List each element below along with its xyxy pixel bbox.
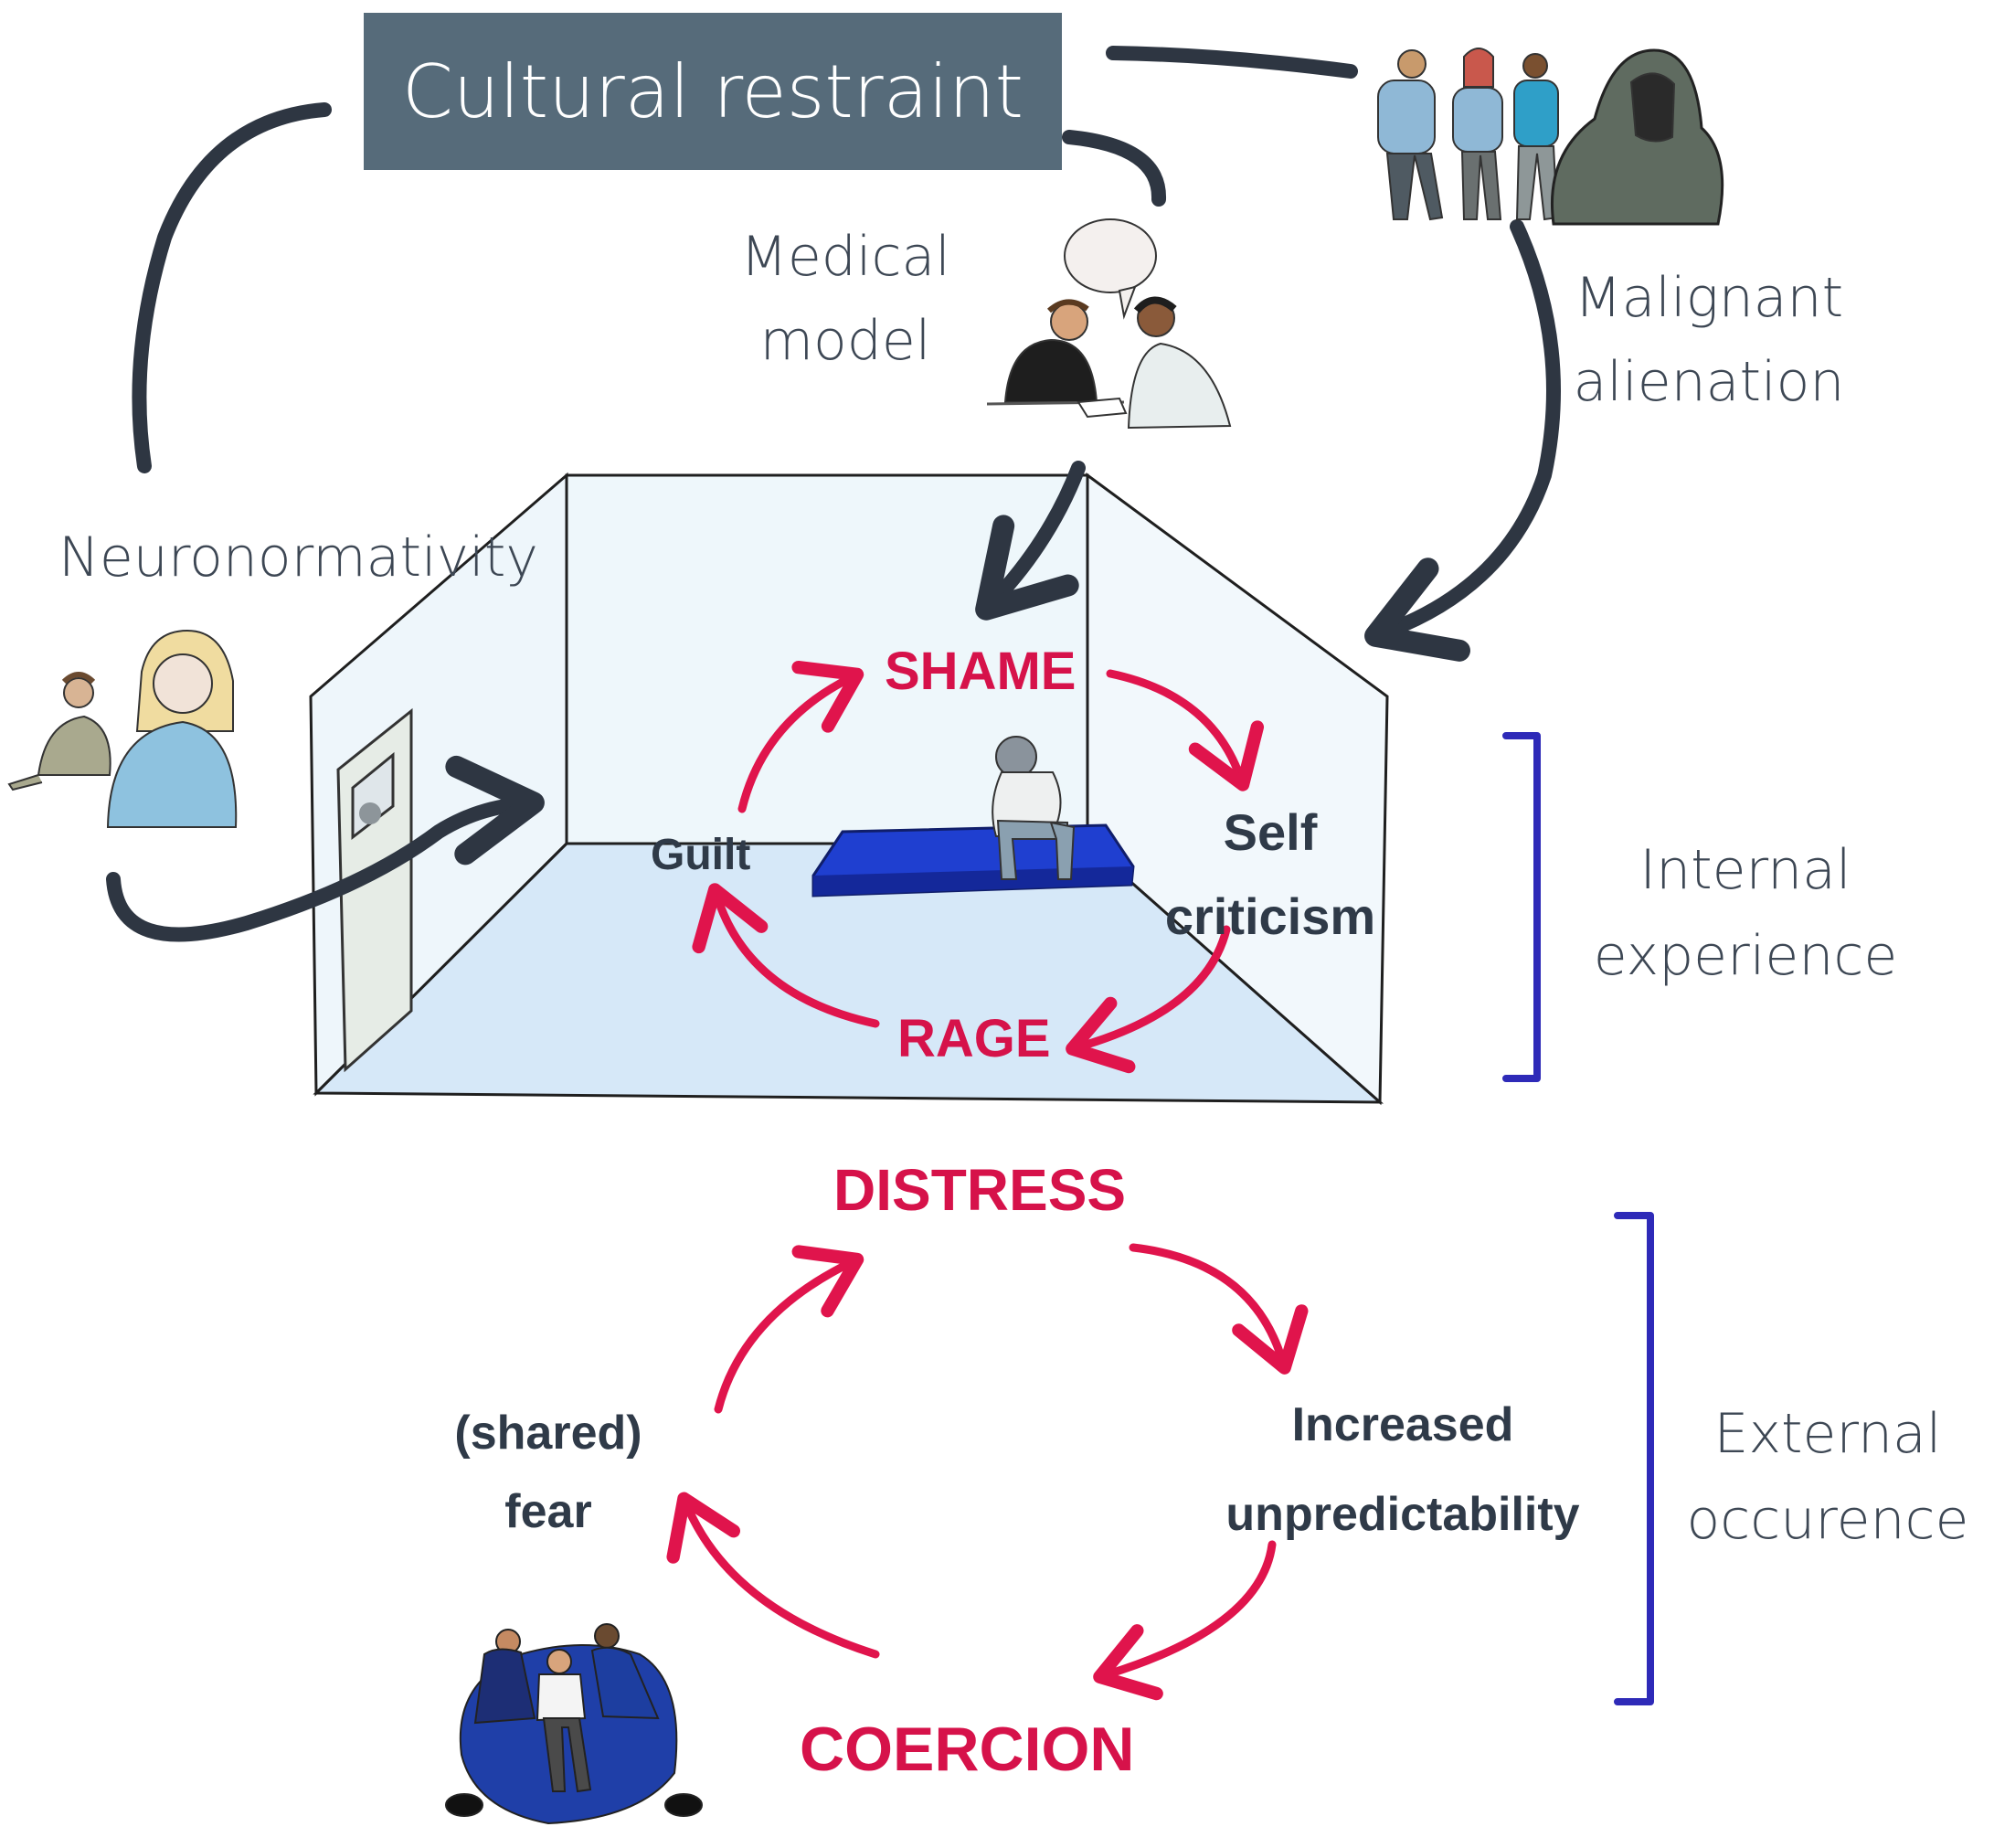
arrow-unpredictability-to-coercion	[1093, 1540, 1277, 1701]
arrow-self-criticism-to-rage	[1066, 925, 1231, 1074]
shared-fear-label: (shared) fear	[454, 1407, 642, 1538]
guilt-label: Guilt	[651, 831, 751, 879]
internal-experience-label: Internal experience	[1593, 838, 1898, 988]
rage-label: RAGE	[897, 1009, 1051, 1068]
banner-text: Cultural restraint	[401, 48, 1024, 134]
malignant-alienation-label: Malignant alienation	[1573, 266, 1845, 414]
people-group-hooded-figure-icon	[1377, 48, 1724, 226]
line-banner-to-neuronormativity	[132, 102, 332, 473]
external-occurence-label: External occurence	[1686, 1402, 1969, 1552]
door-icon	[336, 707, 413, 1073]
arrow-shame-to-self-criticism	[1106, 669, 1265, 791]
internal-cycle-arrows	[692, 660, 1265, 1074]
consultation-speech-bubble-icon	[986, 218, 1232, 430]
influence-arrows	[106, 46, 1561, 942]
arrow-guilt-to-shame	[737, 660, 864, 813]
coercion-label: COERCION	[800, 1715, 1135, 1784]
room	[309, 472, 1389, 1106]
external-cycle-arrows	[666, 1243, 1309, 1701]
external-occurence-bracket	[1614, 1212, 1654, 1705]
line-banner-to-people	[1106, 46, 1358, 79]
arrow-distress-to-unpredictability	[1129, 1243, 1309, 1375]
arrow-alienation-into-room	[1364, 219, 1561, 662]
line-banner-to-medical	[1062, 130, 1166, 207]
arrow-fear-to-distress	[714, 1245, 864, 1414]
medical-model-label: Medical model	[740, 225, 950, 373]
arrow-neuronormativity-into-room	[106, 755, 545, 942]
internal-experience-bracket	[1502, 732, 1541, 1082]
self-criticism-label: Self criticism	[1164, 803, 1376, 945]
increased-unpredictability-label: Increased unpredictability	[1225, 1398, 1580, 1541]
parent-child-icon	[7, 629, 238, 828]
arrow-rage-to-guilt	[692, 883, 880, 1028]
arrow-medical-into-room	[975, 461, 1086, 621]
arrow-coercion-to-fear	[666, 1492, 880, 1659]
shame-label: SHAME	[885, 642, 1077, 701]
neuronormativity-label: Neuronormativity	[58, 526, 538, 589]
distress-label: DISTRESS	[833, 1157, 1127, 1223]
restraint-group-beanbag-icon	[445, 1623, 703, 1825]
cultural-restraint-banner: Cultural restraint	[364, 13, 1062, 170]
seated-person-mattress-icon	[811, 736, 1135, 897]
